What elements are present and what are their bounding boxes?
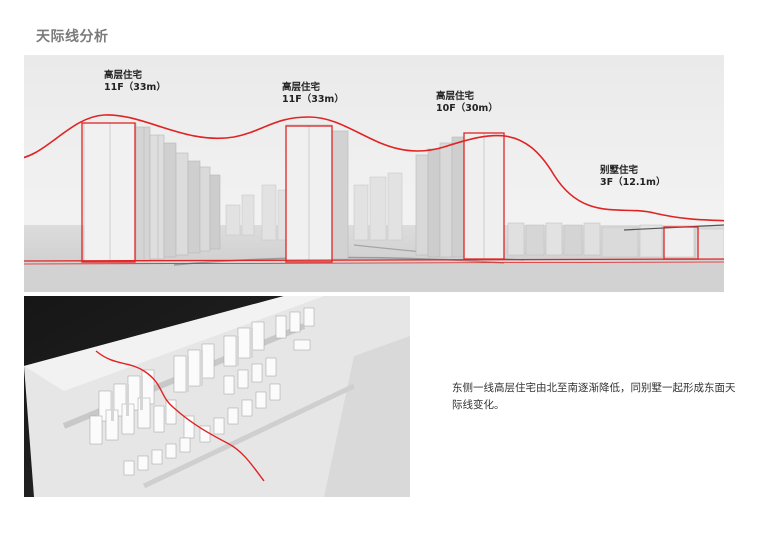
building-label-1: 高层住宅 11F（33m）: [104, 70, 166, 94]
building-label-4: 别墅住宅 3F（12.1m）: [600, 165, 665, 189]
building-type: 高层住宅: [282, 82, 321, 93]
skyline-elevation-panel: 高层住宅 11F（33m） 高层住宅 11F（33m） 高层住宅 10F（30m…: [24, 55, 724, 292]
skyline-elevation-render: [24, 55, 724, 292]
building-type: 高层住宅: [436, 91, 475, 102]
building-type: 高层住宅: [104, 70, 143, 81]
aerial-massing-render: [24, 296, 410, 497]
building-height: 11F（33m）: [282, 94, 344, 105]
building-label-2: 高层住宅 11F（33m）: [282, 82, 344, 106]
page-title: 天际线分析: [36, 29, 109, 45]
building-label-3: 高层住宅 10F（30m）: [436, 91, 498, 115]
building-height: 3F（12.1m）: [600, 177, 666, 188]
aerial-massing-panel: [24, 296, 410, 497]
skyline-curve: [24, 114, 724, 222]
building-height: 11F（33m）: [104, 82, 166, 93]
building-type: 别墅住宅: [600, 165, 639, 176]
building-height: 10F（30m）: [436, 103, 498, 114]
skyline-curve: [95, 350, 265, 482]
skyline-description: 东侧一线高层住宅由北至南逐渐降低，同别墅一起形成东面天际线变化。: [452, 382, 736, 411]
